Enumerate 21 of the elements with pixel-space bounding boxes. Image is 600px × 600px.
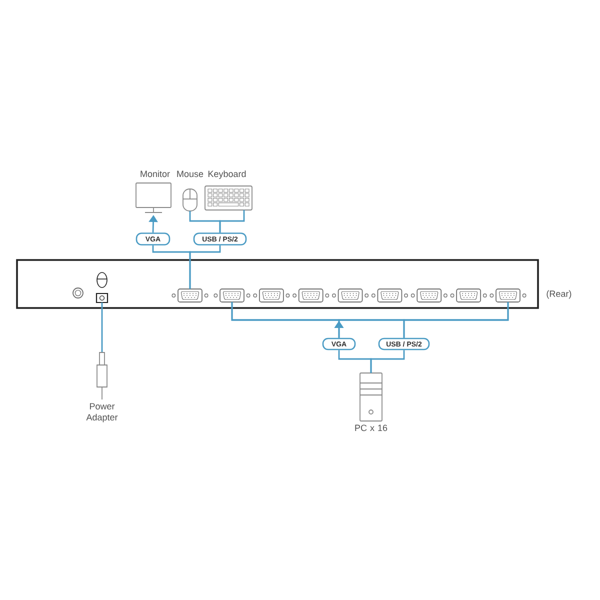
vga-port — [490, 288, 526, 302]
vga-port — [332, 288, 369, 302]
cable-line — [189, 245, 221, 289]
cable-line — [403, 302, 509, 338]
vga-port — [214, 288, 250, 302]
vga-port — [172, 288, 208, 302]
device-label: Power Adapter — [86, 403, 118, 422]
vga-port — [410, 288, 448, 302]
panel-caption: (Rear) — [546, 290, 572, 299]
device-label: Mouse — [177, 170, 204, 178]
vga-port — [450, 288, 487, 302]
vga-port — [292, 288, 330, 302]
device-label: PC x 16 — [355, 424, 388, 432]
cable-line — [101, 302, 103, 352]
cable-line — [370, 350, 405, 373]
vga-port — [253, 288, 290, 302]
vga-port — [371, 288, 408, 302]
device-label: Monitor — [140, 170, 170, 178]
cable-line — [219, 210, 245, 233]
power-port — [96, 292, 108, 304]
device-label: Keyboard — [208, 170, 246, 179]
